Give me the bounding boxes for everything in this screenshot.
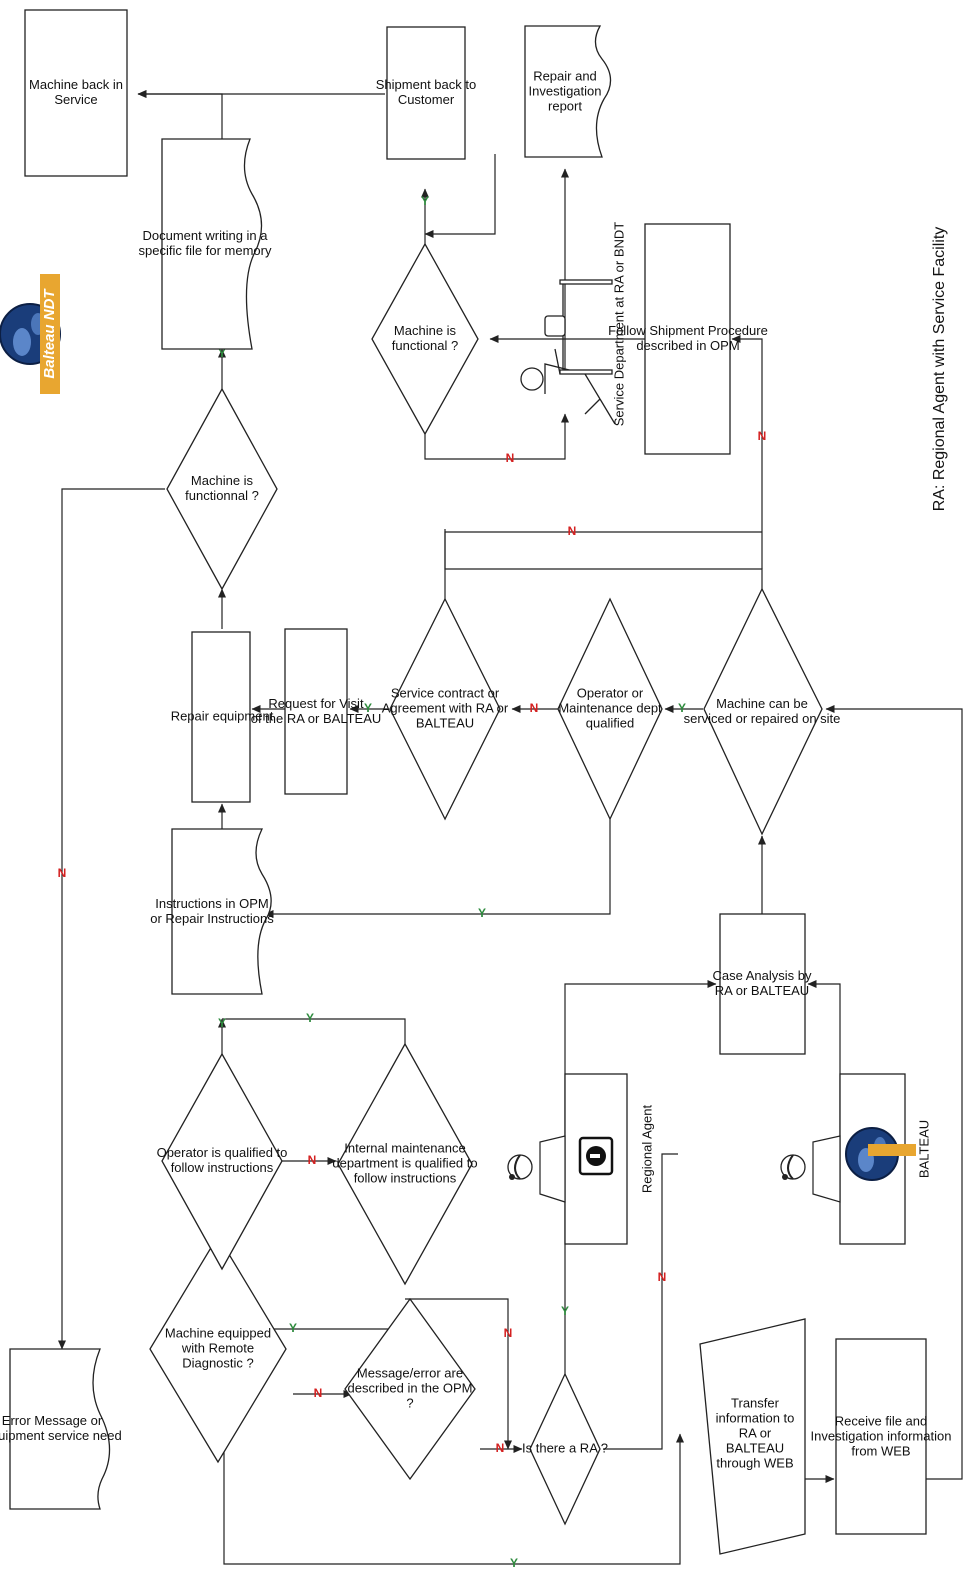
label-no: N [506, 451, 515, 465]
edge-receive-to-onsite [825, 705, 963, 1480]
regional-agent-group: Regional Agent [507, 1073, 654, 1245]
edge-internal-no-isra [405, 1298, 512, 1450]
label-no: N [758, 429, 767, 443]
label-yes: Y [421, 194, 429, 208]
edge-report-functional2 [424, 154, 496, 238]
label-no: N [658, 1270, 667, 1284]
label-no: N [58, 866, 67, 880]
label-yes: Y [678, 701, 686, 715]
error-message-label: Error Message orEquipment service need [0, 1413, 122, 1443]
edge-opmaint-yes-instructions [264, 819, 611, 918]
balteau-ndt-logo: Balteau NDT [0, 274, 61, 394]
label-no: N [308, 1153, 317, 1167]
label-yes: Y [218, 346, 226, 360]
label-yes: Y [478, 906, 486, 920]
edge-isra-no-balteau [603, 1153, 678, 1450]
edge-functional2-no-servicedept [424, 413, 569, 460]
label-no: N [314, 1386, 323, 1400]
label-yes: Y [306, 1011, 314, 1025]
edge-internal-yes-instructions [222, 1018, 406, 1044]
logo-gold-band [868, 1144, 916, 1156]
agent-headset-icon [507, 1135, 566, 1203]
label-no: N [568, 524, 577, 538]
label-yes: Y [364, 701, 372, 715]
is-there-ra-decision: Is there a RA ? [522, 1372, 608, 1526]
repair-equipment-node: Repair equipment [171, 631, 274, 803]
label-yes: Y [218, 1016, 226, 1030]
error-message-node: Error Message orEquipment service need [0, 1348, 122, 1510]
edge-onsite-no-follow [731, 335, 763, 569]
is-there-ra-label: Is there a RA ? [522, 1440, 608, 1455]
label-yes: Y [561, 1304, 569, 1318]
edge-onsite-no-shipment [444, 529, 763, 589]
label-no: N [496, 1441, 505, 1455]
label-no: N [530, 701, 539, 715]
info-icon-mark [590, 1154, 600, 1158]
balteau-label: BALTEAU [916, 1120, 931, 1178]
service-department-group: Service Department at RA or BNDT [520, 222, 626, 427]
technician-icon [520, 348, 616, 425]
edge-functional-no-error [58, 488, 165, 1350]
label-no: N [504, 1326, 513, 1340]
balteau-headset-icon [780, 1135, 841, 1203]
logo-text: Balteau NDT [41, 288, 58, 379]
label-yes: Y [289, 1321, 297, 1335]
balteau-globe-logo [845, 1127, 916, 1181]
workbench-icon [544, 279, 613, 375]
logo-gold-banner [40, 274, 60, 394]
footnote-ra: RA: Regional Agent with Service Facility [931, 227, 948, 512]
edge-document-back [137, 90, 223, 139]
service-department-label: Service Department at RA or BNDT [611, 222, 626, 427]
edge-balteau-to-case [807, 980, 841, 1154]
label-yes: Y [510, 1556, 518, 1570]
balteau-group: BALTEAU [780, 1073, 931, 1245]
regional-agent-label: Regional Agent [639, 1105, 654, 1194]
edge-contract-no [444, 531, 762, 599]
edge-labels: Y N Y N N Y Y N Y N Y Y N Y N N N Y Y N [58, 194, 767, 1570]
repair-equipment-label: Repair equipment [171, 708, 274, 723]
